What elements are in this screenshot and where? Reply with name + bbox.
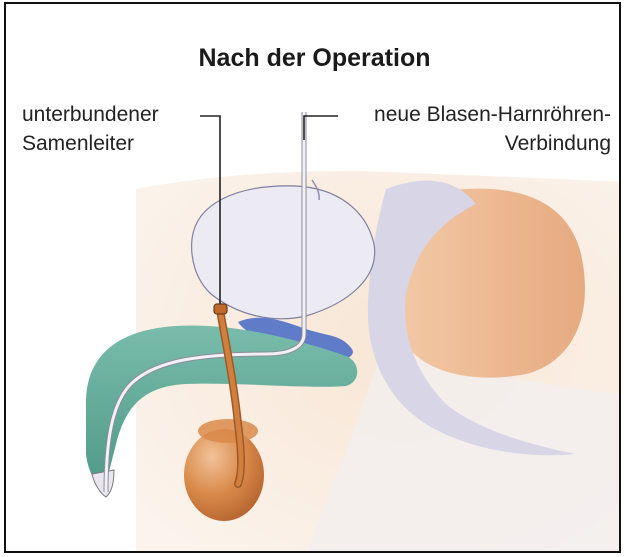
epididymis [198, 419, 258, 443]
diagram-frame: Nach der Operation unterbundener Samenle… [4, 2, 621, 553]
right-leader-line [304, 116, 338, 140]
label-bladder-urethra-connection: neue Blasen-Harnröhren- Verbindung [374, 100, 611, 158]
label-right-line1: neue Blasen-Harnröhren- [374, 100, 611, 129]
glans [92, 470, 114, 497]
anatomy-illustration [6, 4, 621, 553]
ligature-knot [214, 304, 227, 314]
diagram-title: Nach der Operation [6, 44, 621, 73]
label-ligated-vas-deferens: unterbundener Samenleiter [22, 100, 159, 158]
label-right-line2: Verbindung [374, 129, 611, 158]
label-left-line1: unterbundener [22, 100, 159, 129]
label-left-line2: Samenleiter [22, 129, 159, 158]
